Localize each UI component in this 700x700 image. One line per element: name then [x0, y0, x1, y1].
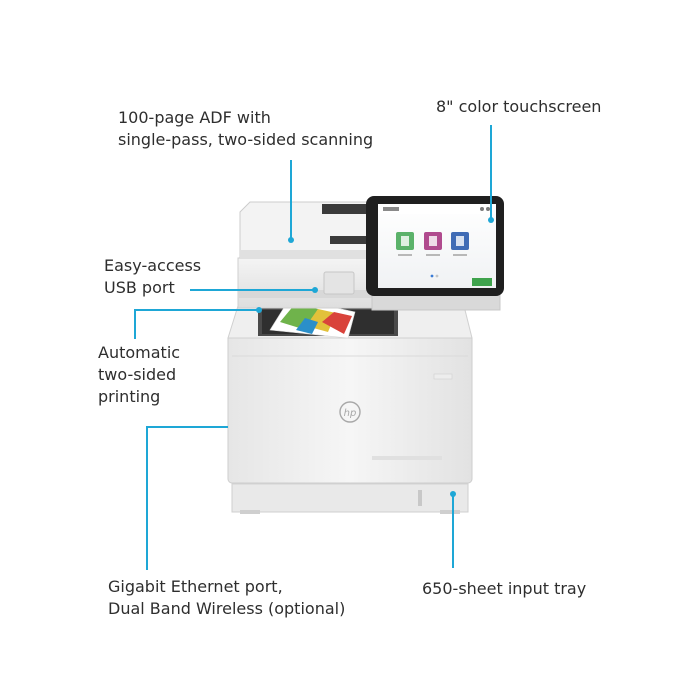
paper-level-indicator: [418, 490, 422, 506]
leader-dot-adf: [288, 237, 294, 243]
callout-network-line-1: Gigabit Ethernet port,: [108, 577, 283, 596]
leader-line-usb: [190, 289, 314, 291]
callout-duplex-line-2: two-sided: [98, 365, 177, 384]
leader-line-touchscreen: [490, 125, 492, 220]
callout-duplex: Automatic two-sided printing: [98, 342, 180, 408]
leader-dot-duplex: [256, 307, 262, 313]
hp-logo: hp: [339, 401, 361, 423]
leader-line-duplex-horizontal: [134, 309, 258, 311]
callout-tray: 650-sheet input tray: [422, 578, 586, 600]
callout-touchscreen: 8" color touchscreen: [436, 96, 601, 118]
leader-dot-usb: [312, 287, 318, 293]
callout-network-line-2: Dual Band Wireless (optional): [108, 599, 346, 618]
copy-app-icon: [396, 232, 414, 256]
leader-line-network-vertical: [146, 426, 148, 570]
usb-port: [323, 271, 355, 295]
callout-usb-line-2: USB port: [104, 278, 175, 297]
callout-usb: Easy-access USB port: [104, 255, 201, 299]
callout-duplex-line-1: Automatic: [98, 343, 181, 362]
print-app-icon: [424, 232, 442, 256]
screen-start-button: [472, 278, 492, 286]
scan-app-icon: [451, 232, 469, 256]
svg-text:hp: hp: [344, 408, 357, 419]
callout-usb-line-1: Easy-access: [104, 256, 202, 275]
leader-line-duplex-vertical: [134, 309, 136, 339]
callout-duplex-line-3: printing: [98, 387, 161, 406]
callout-touchscreen-line-1: 8" color touchscreen: [436, 97, 602, 116]
leader-line-network-horizontal: [146, 426, 228, 428]
callout-adf-line-1: 100-page ADF with: [118, 108, 271, 127]
callout-adf-line-2: single-pass, two-sided scanning: [118, 130, 374, 149]
leader-line-tray: [452, 494, 454, 568]
leader-line-adf: [290, 160, 292, 240]
callout-tray-line-1: 650-sheet input tray: [422, 579, 587, 598]
leader-dot-touchscreen: [488, 217, 494, 223]
leader-dot-tray: [450, 491, 456, 497]
callout-adf: 100-page ADF with single-pass, two-sided…: [118, 107, 373, 151]
callout-network: Gigabit Ethernet port, Dual Band Wireles…: [108, 576, 345, 620]
